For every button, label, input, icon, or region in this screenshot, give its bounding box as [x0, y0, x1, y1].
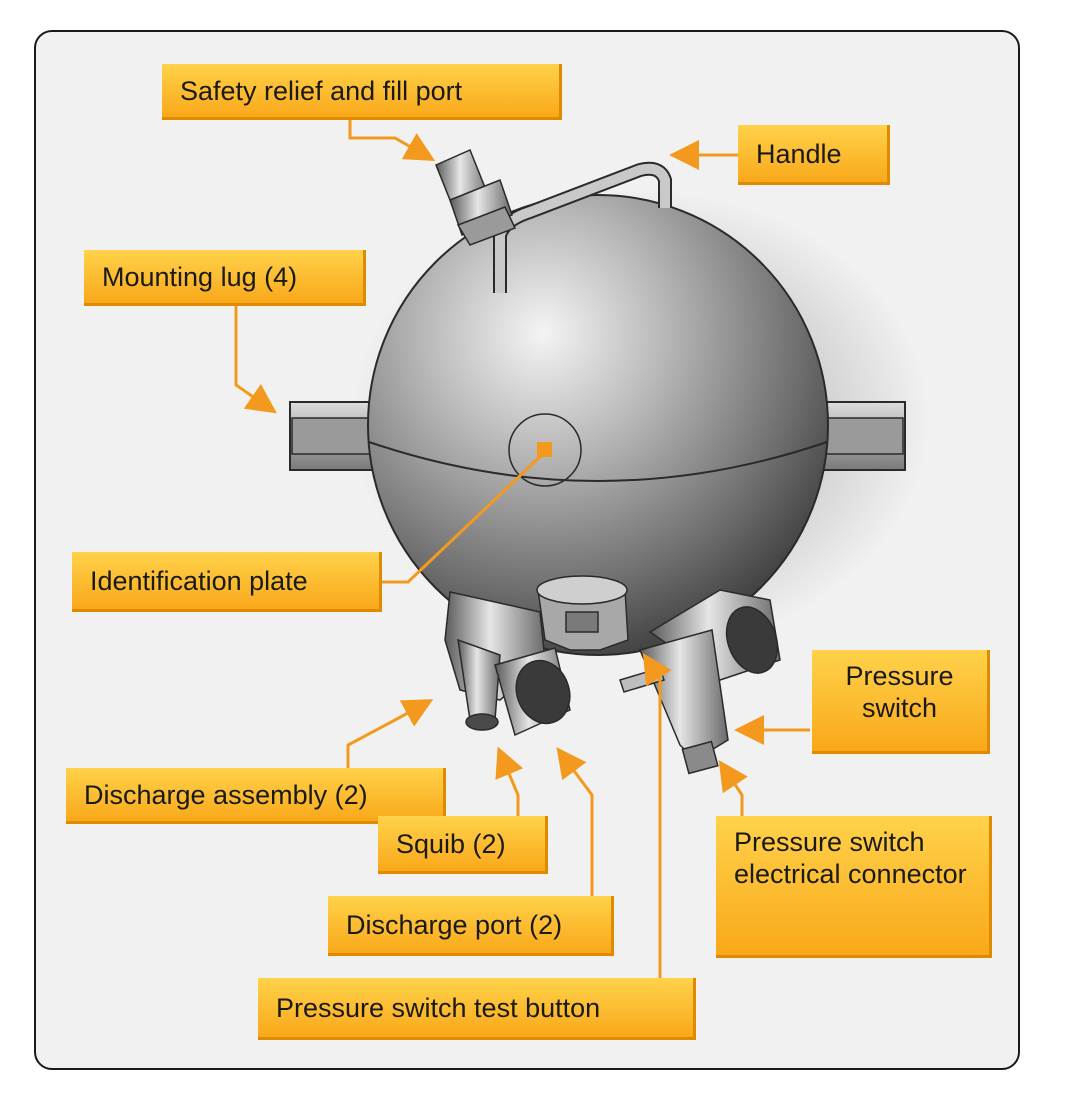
sphere-seam	[368, 441, 828, 482]
leader-connector	[718, 760, 748, 818]
label-mounting-lug: Mounting lug (4)	[84, 250, 366, 306]
identification-plate-marker	[537, 442, 552, 457]
leader-identification-plate	[380, 450, 547, 584]
label-safety-relief: Safety relief and fill port	[162, 64, 562, 120]
leader-lines	[234, 118, 810, 978]
label-pressure-switch: Pressure switch	[812, 650, 990, 754]
leader-test-button	[642, 652, 672, 978]
label-discharge-assembly: Discharge assembly (2)	[66, 768, 446, 824]
sphere-body	[367, 194, 829, 656]
label-pressure-switch-connector: Pressure switch electrical connector	[716, 816, 992, 958]
bottom-fitting-graphic	[536, 575, 629, 651]
label-handle: Handle	[738, 125, 890, 185]
discharge-assembly-graphic	[444, 591, 571, 737]
safety-relief-port-graphic	[435, 149, 517, 246]
leader-discharge-assembly	[346, 699, 434, 770]
identification-plate-circle	[508, 413, 582, 487]
label-identification-plate: Identification plate	[72, 552, 382, 612]
leader-squib	[495, 746, 524, 818]
leader-mounting-lug	[234, 303, 277, 414]
label-squib: Squib (2)	[378, 816, 548, 874]
leader-discharge-port	[556, 747, 594, 896]
leader-safety-relief	[348, 118, 436, 161]
label-discharge-port: Discharge port (2)	[328, 896, 614, 956]
label-pressure-switch-test-button: Pressure switch test button	[258, 978, 696, 1040]
mounting-lug-left	[289, 401, 381, 471]
